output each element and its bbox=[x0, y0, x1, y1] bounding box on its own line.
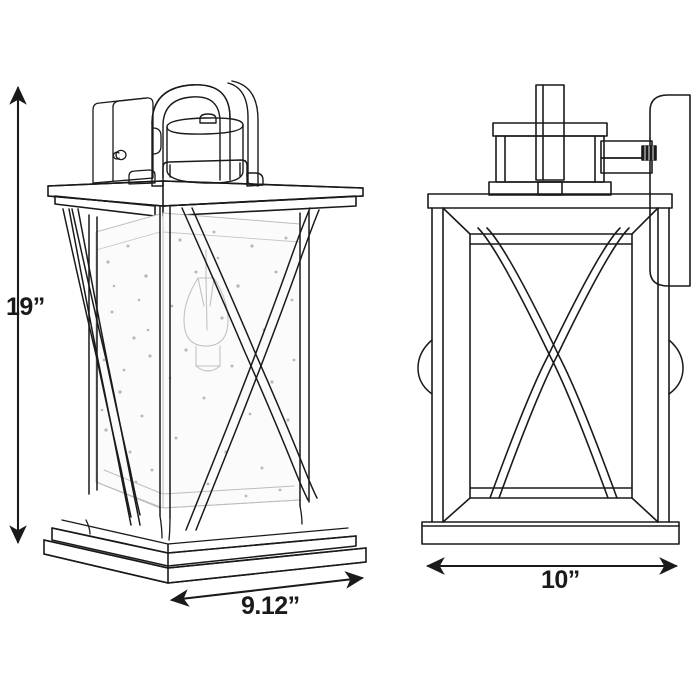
arched-carry-handle-side bbox=[535, 84, 565, 181]
wall-mount-plate-side bbox=[649, 94, 691, 287]
dimension-line-width bbox=[169, 571, 365, 607]
x-brace-strap-side bbox=[477, 227, 630, 499]
roof-cap-plate-side bbox=[427, 193, 673, 209]
body-frame-side bbox=[431, 207, 670, 523]
base-foot-joints-front bbox=[85, 505, 303, 541]
stepped-base-front bbox=[43, 519, 367, 584]
side-bulge-loops bbox=[417, 339, 684, 395]
interior-floor-plate-front bbox=[95, 469, 301, 509]
dimension-label-height: 19” bbox=[6, 293, 45, 321]
dimension-label-depth: 10” bbox=[541, 566, 580, 594]
cylindrical-socket-housing-side bbox=[488, 122, 612, 196]
edison-bulb-front bbox=[183, 249, 229, 372]
cylindrical-socket-housing-front bbox=[162, 113, 248, 184]
x-brace-straps-left-front bbox=[62, 208, 141, 526]
base-plate-side bbox=[421, 521, 680, 545]
seeded-glass-panels-front bbox=[95, 212, 301, 509]
roof-cap-plate-front bbox=[47, 180, 364, 217]
wall-mount-plate-front bbox=[92, 97, 162, 185]
x-brace-straps-right-front bbox=[181, 207, 320, 531]
front-perspective-view bbox=[43, 80, 367, 584]
side-elevation-view bbox=[417, 84, 691, 545]
arched-carry-handle-front bbox=[151, 80, 264, 187]
mounting-arm-side bbox=[600, 140, 657, 174]
dimension-label-width: 9.12” bbox=[241, 592, 300, 620]
